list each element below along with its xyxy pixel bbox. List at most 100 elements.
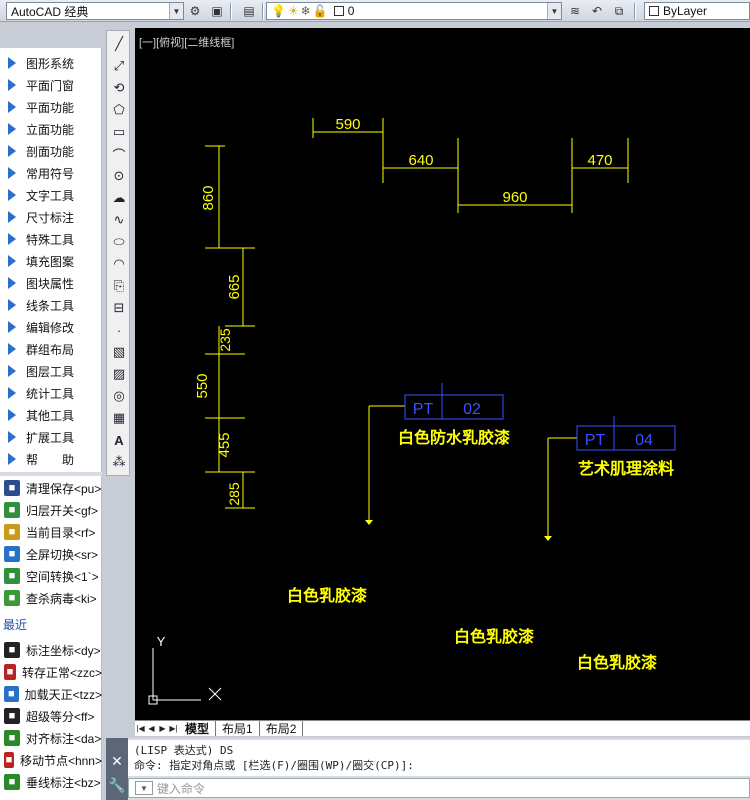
history-line: 命令: 指定对角点或 [栏选(F)/圈围(WP)/圈交(CP)]: — [134, 759, 414, 772]
tab-prev-icon[interactable]: ◀ — [148, 724, 155, 733]
add-selected-icon[interactable]: ⁂ — [112, 454, 126, 469]
palette-category[interactable]: 扩展工具 — [0, 426, 102, 448]
gear-icon[interactable]: ⚙ — [189, 4, 201, 18]
ellipse-arc-icon[interactable]: ◠ — [113, 256, 125, 271]
region-icon[interactable]: ◎ — [113, 388, 125, 403]
bulb-icon: 💡 — [271, 4, 286, 18]
palette-command[interactable]: ■加载天正<tzz> — [0, 683, 102, 705]
expand-arrow-icon — [8, 299, 16, 311]
palette-category[interactable]: 编辑修改 — [0, 316, 102, 338]
category-label: 图层工具 — [26, 364, 75, 379]
command-input[interactable]: ▼ 键入命令 — [128, 778, 750, 798]
palette-command[interactable]: ■归层开关<gf> — [0, 499, 102, 521]
expand-arrow-icon — [8, 123, 16, 135]
line-icon[interactable]: ╱ — [115, 36, 123, 51]
palette-command[interactable]: ■全屏切换<sr> — [0, 543, 102, 565]
palette-category[interactable]: 特殊工具 — [0, 228, 102, 250]
tab-model[interactable]: 模型 — [179, 721, 217, 736]
recent-commands-icon[interactable]: ▼ — [135, 781, 153, 795]
palette-command[interactable]: ■查杀病毒<ki> — [0, 587, 102, 609]
ellipse-icon[interactable]: ⬭ — [113, 234, 125, 249]
arc-icon[interactable]: ⌒ — [112, 147, 126, 163]
tool-palette: 图形系统平面门窗平面功能立面功能剖面功能常用符号文字工具尺寸标注特殊工具填充图案… — [0, 48, 102, 800]
expand-arrow-icon — [8, 57, 16, 69]
palette-command[interactable]: ■对齐标注<da> — [0, 727, 102, 749]
circle-icon[interactable]: ⊙ — [113, 168, 125, 183]
category-label: 特殊工具 — [26, 232, 75, 247]
drawing-svg: 590 640 960 470 860 665 235 550 455 285 … — [148, 116, 676, 705]
point-icon[interactable]: · — [116, 322, 122, 338]
command-label: 全屏切换<sr> — [26, 547, 99, 562]
ucs-icon — [148, 648, 222, 705]
hatch-icon[interactable]: ▧ — [112, 344, 126, 359]
palette-command[interactable]: ■转存正常<zzc> — [0, 661, 102, 683]
category-label: 图形系统 — [26, 56, 75, 71]
gradient-icon[interactable]: ▨ — [112, 366, 126, 381]
palette-category[interactable]: 图块属性 — [0, 272, 102, 294]
save-icon: ■ — [4, 480, 20, 496]
chevron-down-icon[interactable]: ▼ — [547, 3, 561, 19]
polygon-icon[interactable]: ⬠ — [113, 102, 125, 117]
palette-command[interactable]: ■超级等分<ff> — [0, 705, 102, 727]
wrench-icon[interactable]: 🔧 — [108, 776, 126, 793]
palette-category[interactable]: 尺寸标注 — [0, 206, 102, 228]
insert-block-icon[interactable]: ⎘ — [113, 278, 125, 293]
category-label: 文字工具 — [26, 188, 75, 203]
palette-category[interactable]: 其他工具 — [0, 404, 102, 426]
palette-command[interactable]: ■当前目录<rf> — [0, 521, 102, 543]
command-label: 当前目录<rf> — [26, 525, 96, 540]
tab-first-icon[interactable]: |◀ — [136, 724, 145, 733]
workspace-dropdown[interactable]: AutoCAD 经典 ▼ — [6, 2, 184, 20]
table-icon[interactable]: ▦ — [112, 410, 126, 425]
palette-category[interactable]: 群组布局 — [0, 338, 102, 360]
tab-next-icon[interactable]: ▶ — [159, 724, 166, 733]
palette-category[interactable]: 平面功能 — [0, 96, 102, 118]
tag-note: 艺术肌理涂料 — [578, 459, 674, 478]
expand-arrow-icon — [8, 387, 16, 399]
dim-text-v: 860 — [200, 185, 217, 210]
expand-arrow-icon — [8, 211, 16, 223]
spline-icon[interactable]: ∿ — [113, 212, 125, 227]
tab-last-icon[interactable]: ▶| — [169, 724, 178, 733]
color-dropdown[interactable]: ByLayer — [644, 2, 750, 20]
palette-category[interactable]: 文字工具 — [0, 184, 102, 206]
palette-command[interactable]: ■移动节点<hnn> — [0, 749, 102, 771]
close-icon[interactable]: ✕ — [111, 752, 123, 769]
palette-command[interactable]: ■垂线标注<bz> — [0, 771, 102, 793]
dim-text-v: 665 — [226, 274, 243, 299]
tab-layout2[interactable]: 布局2 — [260, 721, 304, 736]
palette-category[interactable]: 帮 助 — [0, 448, 102, 470]
make-block-icon[interactable]: ⊟ — [113, 300, 125, 315]
viewport-controls[interactable]: [一][俯视][二维线框] — [139, 37, 235, 49]
palette-command[interactable]: ■空间转换<1`> — [0, 565, 102, 587]
drawing-area[interactable]: [一][俯视][二维线框] — [135, 28, 750, 720]
toolbar-settings-icon[interactable]: ▣ — [211, 4, 223, 18]
polyline-icon[interactable]: ⟲ — [113, 80, 125, 95]
make-current-icon[interactable]: ≋ — [569, 4, 581, 18]
layer-state-icon[interactable]: ⧉ — [614, 3, 624, 18]
palette-category[interactable]: 图形系统 — [0, 52, 102, 74]
palette-category[interactable]: 常用符号 — [0, 162, 102, 184]
chevron-down-icon[interactable]: ▼ — [169, 3, 183, 19]
palette-command[interactable]: ■清理保存<pu> — [0, 477, 102, 499]
palette-category[interactable]: 平面门窗 — [0, 74, 102, 96]
layer-dropdown[interactable]: 💡 ☀ ❄ 🔓 0 ▼ — [266, 2, 562, 20]
mtext-icon[interactable]: A — [114, 432, 124, 448]
command-label: 移动节点<hnn> — [19, 753, 102, 768]
palette-category[interactable]: 立面功能 — [0, 118, 102, 140]
layer-properties-icon[interactable]: ▤ — [243, 4, 255, 18]
tab-layout1[interactable]: 布局1 — [216, 721, 260, 736]
history-line: (LISP 表达式) DS — [134, 744, 234, 757]
layer-previous-icon[interactable]: ↶ — [591, 4, 603, 18]
palette-category[interactable]: 剖面功能 — [0, 140, 102, 162]
xline-icon[interactable]: ⤢ — [113, 58, 125, 73]
palette-category[interactable]: 线条工具 — [0, 294, 102, 316]
expand-arrow-icon — [8, 409, 16, 421]
palette-category[interactable]: 填充图案 — [0, 250, 102, 272]
revcloud-icon[interactable]: ☁ — [112, 190, 126, 205]
palette-category[interactable]: 统计工具 — [0, 382, 102, 404]
palette-category[interactable]: 图层工具 — [0, 360, 102, 382]
palette-command[interactable]: ■标注坐标<dy> — [0, 639, 102, 661]
note-text: 白色乳胶漆 — [577, 653, 657, 672]
rectangle-icon[interactable]: ▭ — [112, 124, 126, 139]
